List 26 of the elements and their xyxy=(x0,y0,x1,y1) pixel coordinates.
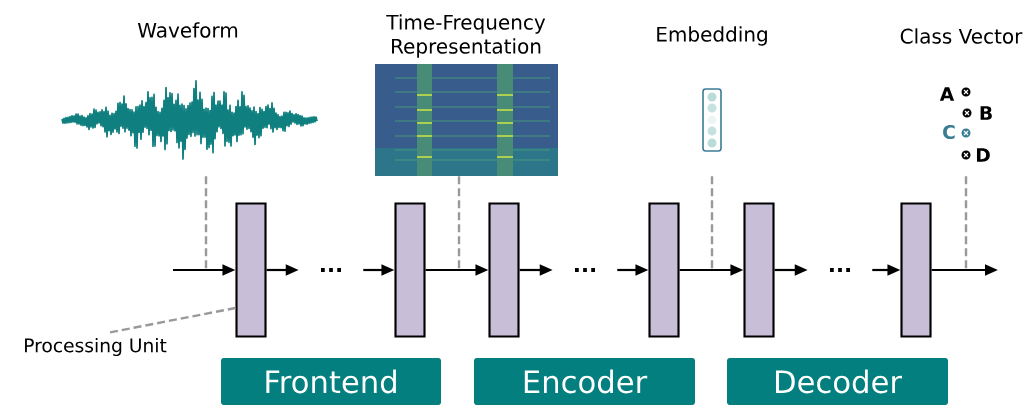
leader-line xyxy=(109,306,236,334)
picture-title: Embedding xyxy=(657,26,767,46)
unit-label: Processing Unit xyxy=(25,338,167,357)
leader-line xyxy=(457,176,461,270)
stage-band: Decoder xyxy=(727,358,948,405)
picture-title: Waveform xyxy=(137,22,238,38)
class-label: B xyxy=(980,106,992,120)
picture-title: Time-Frequency Representation xyxy=(386,14,546,58)
class-label: C xyxy=(943,124,955,140)
processing-unit-box xyxy=(394,202,426,338)
processing-unit-box xyxy=(743,202,775,338)
ellipsis: ... xyxy=(321,268,341,272)
ellipsis: ... xyxy=(575,268,595,272)
stage-band: Frontend xyxy=(221,358,441,405)
class-label: D xyxy=(976,148,990,162)
processing-unit-box xyxy=(488,202,520,338)
class-label: A xyxy=(939,87,955,101)
processing-unit-box xyxy=(900,202,932,338)
picture-title: Class Vector xyxy=(900,28,1023,44)
leader-line xyxy=(710,176,714,270)
ellipsis: ... xyxy=(830,268,850,272)
stage-band: Encoder xyxy=(474,358,695,405)
leader-line xyxy=(964,176,968,270)
processing-unit-box xyxy=(235,202,267,338)
leader-line xyxy=(204,176,208,270)
processing-unit-box xyxy=(648,202,680,338)
